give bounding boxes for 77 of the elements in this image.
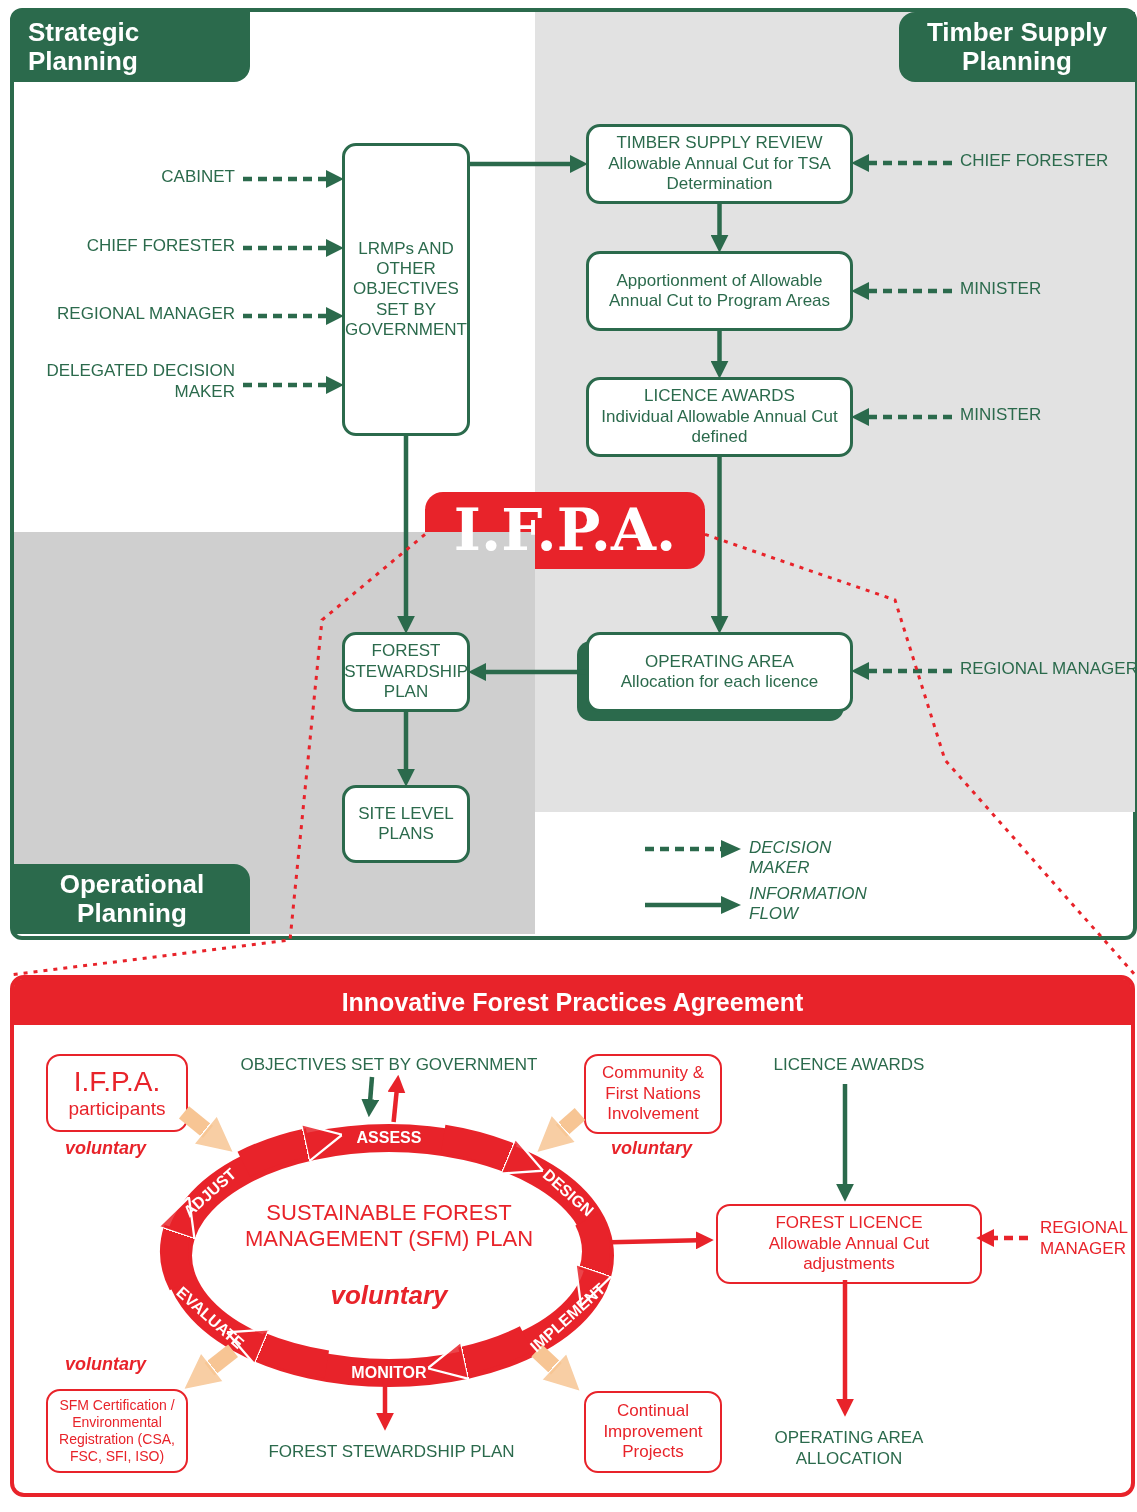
arrow	[851, 408, 952, 426]
arrow	[851, 662, 952, 680]
arrow	[178, 1106, 236, 1155]
box-label: I.F.P.A.	[73, 1064, 161, 1099]
process-box	[586, 251, 853, 331]
role-label: CABINET	[90, 166, 235, 192]
arrow	[243, 376, 344, 394]
arrow	[836, 1084, 854, 1202]
region-heading: Timber Supply Planning	[899, 12, 1135, 83]
box-label: Allowable Annual Cut adjustments	[767, 1233, 931, 1275]
box-label: SFM Certification / Environmental Registration (CSA, FSC, SFI, ISO)	[58, 1397, 176, 1465]
role-label: DELEGATED DECISION MAKER	[40, 360, 235, 410]
box-label: LRMPs AND OTHER OBJECTIVES SET BY GOVERNMENT	[345, 238, 467, 341]
box-label: FOREST LICENCE	[775, 1213, 923, 1234]
arrow	[534, 1108, 586, 1155]
box-label: SITE LEVEL PLANS	[357, 803, 455, 845]
box-label: Continual Improvement Projects	[602, 1401, 704, 1463]
process-box	[584, 1054, 722, 1134]
legend-label: DECISION MAKER	[749, 838, 833, 879]
arrow	[361, 1076, 380, 1118]
region-heading: Operational Planning	[14, 863, 250, 934]
box-label: LICENCE AWARDS	[644, 386, 795, 407]
stage-label: ASSESS	[353, 1126, 425, 1150]
arrow	[611, 1231, 714, 1250]
box-label: Individual Allowable Annual Cut defined	[600, 406, 839, 448]
arrow	[387, 1074, 406, 1123]
arrow	[181, 1344, 239, 1392]
process-box	[46, 1389, 188, 1473]
box-label: participants	[68, 1098, 166, 1122]
process-box	[584, 1391, 722, 1473]
role-label: LICENCE AWARDS	[769, 1054, 929, 1080]
role-label: OPERATING AREA ALLOCATION	[764, 1427, 934, 1477]
agreement-panel	[10, 975, 1135, 1497]
arrow	[397, 436, 415, 634]
arrow	[851, 282, 952, 300]
arrow	[976, 1229, 1028, 1247]
role-label: OBJECTIVES SET BY GOVERNMENT	[226, 1054, 552, 1080]
process-box	[716, 1204, 982, 1284]
box-label: FOREST STEWARDSHIP PLAN	[344, 641, 468, 703]
role-label: REGIONAL MANAGER	[1040, 1217, 1134, 1267]
process-box	[46, 1054, 188, 1132]
arrow	[851, 154, 952, 172]
arrow	[397, 712, 415, 787]
box-label: TIMBER SUPPLY REVIEW	[616, 133, 823, 154]
arrow	[243, 307, 344, 325]
arrow	[836, 1280, 854, 1417]
process-box	[586, 124, 853, 204]
panel-heading: Innovative Forest Practices Agreement	[14, 979, 1131, 1025]
arrow	[470, 155, 588, 173]
process-box	[342, 632, 470, 712]
process-box	[586, 377, 853, 457]
role-label: MINISTER	[960, 278, 1080, 304]
box-label: Allowable Annual Cut for TSA Determination	[607, 153, 832, 195]
role-label: CHIEF FORESTER	[40, 235, 235, 261]
box-label: Community & First Nations Involvement	[601, 1063, 705, 1125]
emphasis-label: voluntary	[330, 1280, 448, 1312]
arrow	[710, 331, 729, 379]
arrow	[243, 170, 344, 188]
role-label: CHIEF FORESTER	[960, 150, 1120, 176]
role-label: FOREST STEWARDSHIP PLAN	[259, 1441, 524, 1467]
box-label: Allocation for each licence	[620, 672, 819, 693]
box-label: Apportionment of Allowable Annual Cut to Program Areas	[607, 270, 832, 312]
arrow	[710, 204, 729, 253]
stage-label: MONITOR	[344, 1361, 434, 1385]
role-label: REGIONAL MANAGER	[20, 303, 235, 329]
process-box	[342, 143, 470, 436]
role-label: MINISTER	[960, 404, 1080, 430]
region-heading: Strategic Planning	[14, 12, 250, 83]
box-label: OPERATING AREA	[645, 651, 794, 672]
banner-title: I.F.P.A.	[453, 495, 677, 566]
process-box	[342, 785, 470, 863]
cycle-title: SUSTAINABLE FOREST MANAGEMENT (SFM) PLAN	[243, 1199, 535, 1253]
arrow	[710, 457, 729, 634]
connector-line	[704, 533, 1137, 976]
legend-label: INFORMATION FLOW	[749, 884, 868, 925]
arrow	[531, 1344, 583, 1394]
arrow	[243, 239, 344, 257]
